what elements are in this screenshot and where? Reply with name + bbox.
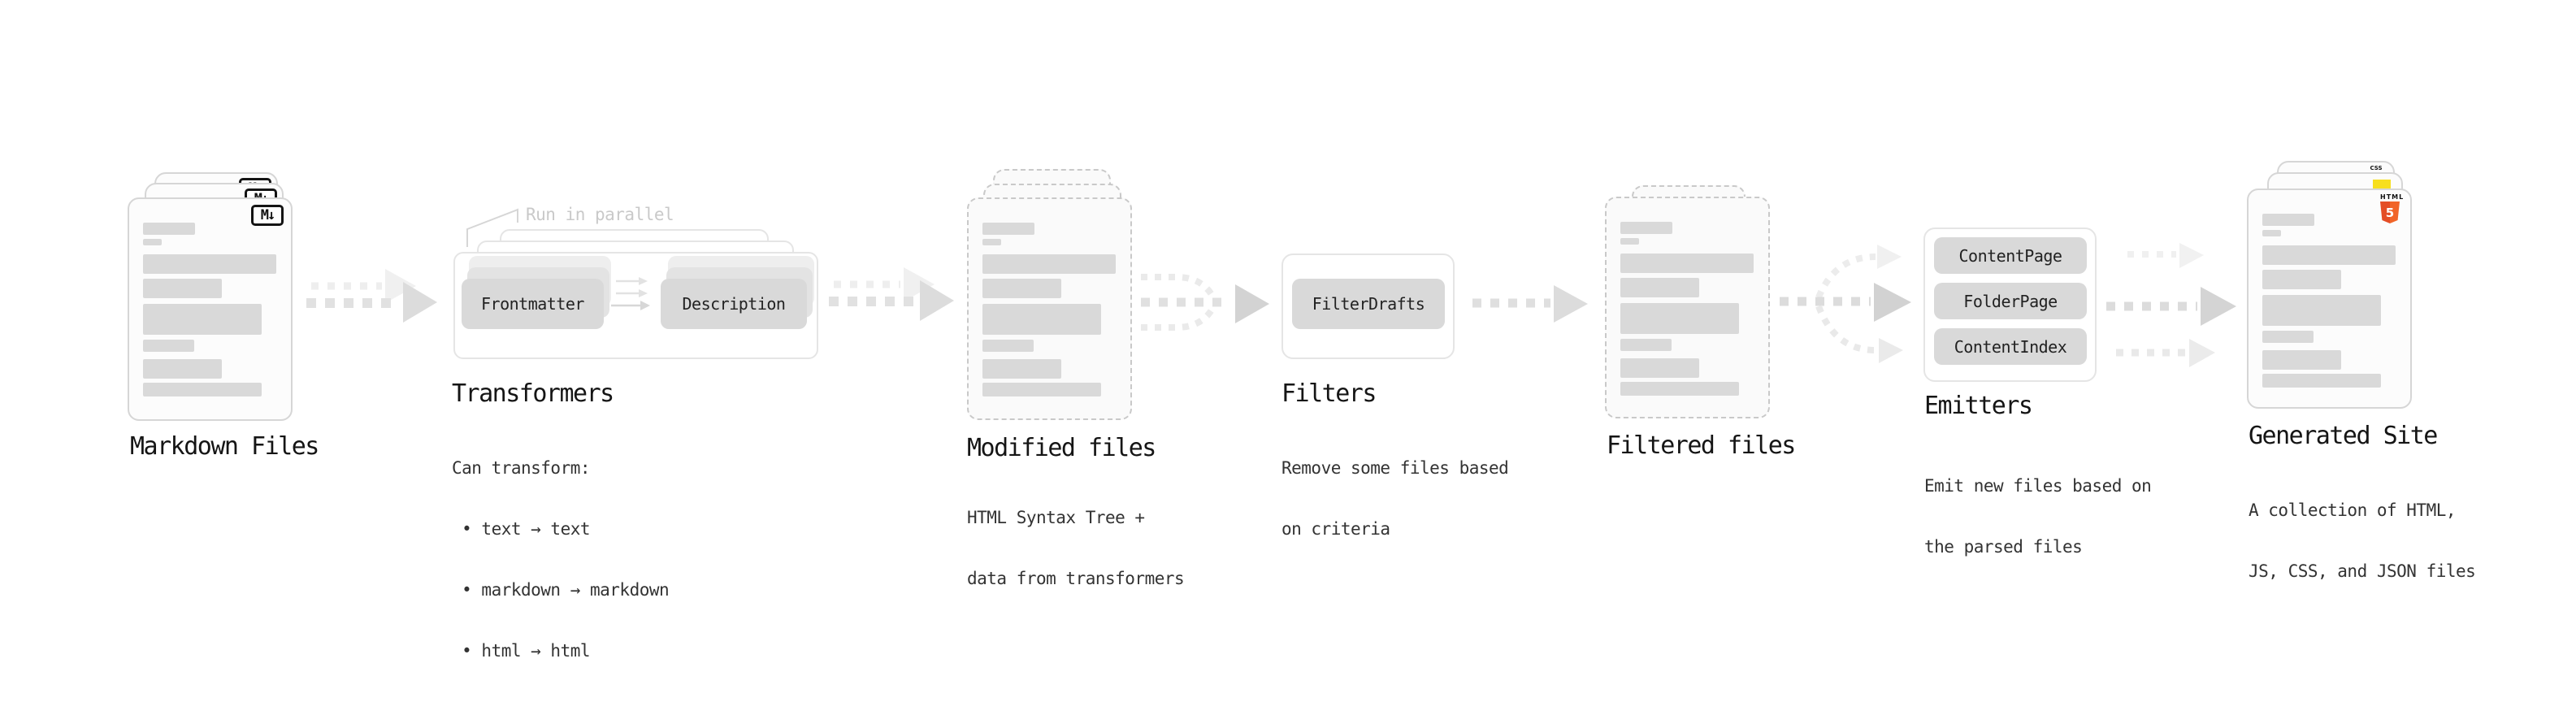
- filtered-files-label: Filtered files: [1607, 431, 1796, 460]
- site-file-card-html: HTML 5: [2247, 188, 2412, 409]
- contentpage-pill: ContentPage: [1934, 237, 2087, 274]
- arrow-markdown-to-transformers: [306, 269, 437, 323]
- placeholder-text-bars: [2262, 214, 2396, 388]
- modified-files-label: Modified files: [967, 434, 1156, 462]
- filtered-file-card-front: [1605, 197, 1770, 418]
- run-in-parallel-callout: Run in parallel: [526, 205, 674, 224]
- markdown-icon: M↓: [251, 205, 284, 226]
- html5-shield-number: 5: [2385, 205, 2395, 220]
- css-icon-label: CSS: [2370, 165, 2383, 171]
- filterdrafts-pill: FilterDrafts: [1292, 279, 1445, 329]
- arrow-emitters-to-site: [2106, 243, 2236, 367]
- markdown-file-card-front: M↓: [128, 197, 293, 421]
- arrow-filtered-to-emitters-split: [1780, 245, 1911, 363]
- generated-site-label: Generated Site: [2249, 422, 2438, 450]
- markdown-icon-glyph: M↓: [260, 207, 276, 223]
- contentindex-pill: ContentIndex: [1934, 328, 2087, 365]
- transformers-description-line: • text → text: [452, 519, 591, 539]
- generated-site-description: A collection of HTML, JS, CSS, and JSON …: [2249, 460, 2476, 622]
- placeholder-text-bars: [143, 223, 276, 396]
- arrow-filters-to-filtered: [1472, 285, 1588, 323]
- frontmatter-pill: Frontmatter: [462, 279, 604, 329]
- html5-icon-label: HTML: [2380, 193, 2405, 201]
- folderpage-pill: FolderPage: [1934, 283, 2087, 319]
- transformers-description-line: • html → html: [452, 641, 591, 661]
- filters-label: Filters: [1281, 379, 1377, 408]
- emitters-description-line: the parsed files: [1924, 537, 2083, 557]
- transformers-label: Transformers: [452, 379, 614, 408]
- emitters-description: Emit new files based on the parsed files: [1924, 436, 2152, 598]
- transformers-description: Can transform: • text → text • markdown …: [452, 418, 670, 702]
- arrow-transformers-to-modified: [829, 267, 954, 321]
- transformers-description-line: • markdown → markdown: [452, 580, 670, 600]
- filters-description: Remove some files based on criteria: [1281, 418, 1509, 580]
- arrow-modified-to-filters-merge: [1141, 274, 1269, 331]
- js-icon: [2373, 180, 2391, 188]
- emitters-description-line: Emit new files based on: [1924, 476, 2152, 496]
- pipeline-diagram: M↓ M↓ M↓ Markdown Files Run in parallel …: [128, 161, 2476, 661]
- filters-description-line: on criteria: [1281, 519, 1390, 539]
- emitters-label: Emitters: [1924, 392, 2033, 420]
- modified-file-card-front: [967, 197, 1132, 420]
- placeholder-text-bars: [982, 223, 1116, 396]
- html5-icon: HTML 5: [2380, 193, 2405, 223]
- modified-files-description-line: HTML Syntax Tree +: [967, 508, 1145, 527]
- placeholder-text-bars: [1620, 222, 1754, 396]
- transformers-description-line: Can transform:: [452, 458, 591, 478]
- markdown-files-label: Markdown Files: [130, 432, 319, 461]
- description-pill: Description: [661, 279, 807, 329]
- generated-site-description-line: JS, CSS, and JSON files: [2249, 561, 2476, 581]
- html5-shield: 5: [2380, 202, 2400, 223]
- filters-description-line: Remove some files based: [1281, 458, 1509, 478]
- generated-site-description-line: A collection of HTML,: [2249, 500, 2457, 520]
- modified-files-description-line: data from transformers: [967, 569, 1185, 588]
- modified-files-description: HTML Syntax Tree + data from transformer…: [967, 467, 1185, 630]
